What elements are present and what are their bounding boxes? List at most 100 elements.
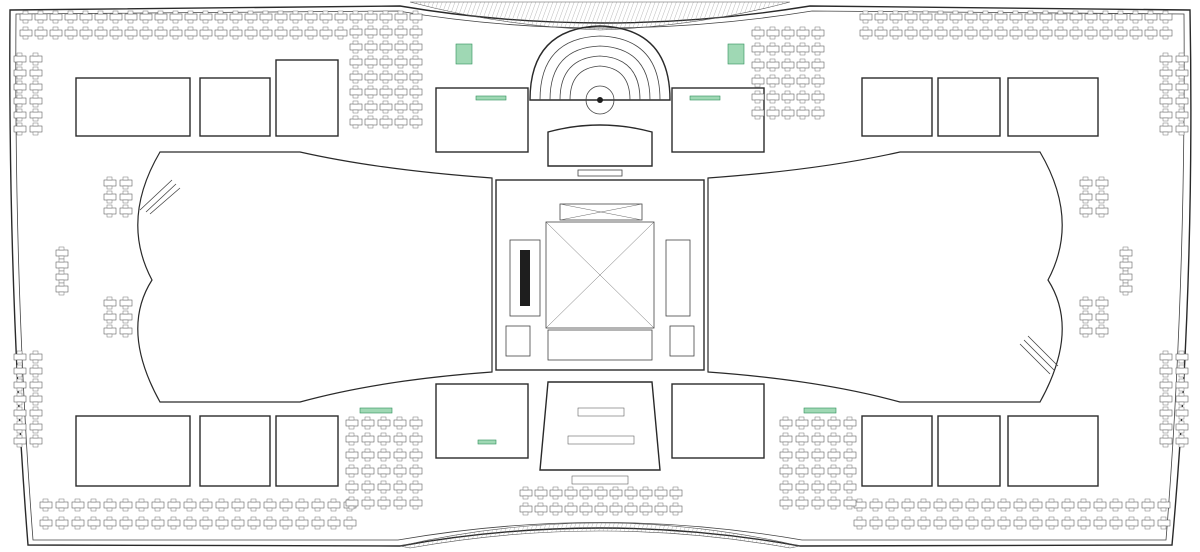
chair: [922, 19, 929, 24]
chair: [367, 40, 374, 45]
chair: [154, 516, 161, 521]
chair: [1082, 204, 1089, 209]
desk: [103, 519, 117, 527]
desk: [781, 45, 795, 53]
chair: [1117, 10, 1124, 15]
desk: [1175, 97, 1189, 105]
chair: [856, 525, 863, 530]
chair: [32, 80, 39, 85]
desk: [361, 483, 375, 491]
chair: [1102, 26, 1109, 31]
desk: [94, 13, 108, 21]
desk: [29, 437, 43, 445]
chair: [250, 516, 257, 521]
chair: [364, 473, 371, 478]
atrium-stairs: [139, 179, 1059, 375]
desk: [639, 505, 653, 513]
desk: [609, 489, 623, 497]
desk: [994, 29, 1008, 37]
chair: [352, 40, 359, 45]
desk: [781, 93, 795, 101]
chair: [567, 511, 574, 516]
chair: [364, 489, 371, 494]
desk: [29, 83, 43, 91]
chair: [367, 19, 374, 24]
chair: [907, 35, 914, 40]
desk: [997, 501, 1011, 509]
chair: [582, 511, 589, 516]
chair: [127, 26, 134, 31]
chair: [186, 525, 193, 530]
chair: [412, 425, 419, 430]
chair: [382, 40, 389, 45]
desk: [13, 353, 27, 361]
chair: [1082, 324, 1089, 329]
chair: [1162, 131, 1169, 136]
chair: [830, 480, 837, 485]
desk: [215, 519, 229, 527]
chair: [277, 35, 284, 40]
desk: [811, 61, 825, 69]
desk: [1093, 519, 1107, 527]
chair: [1162, 443, 1169, 448]
chair: [282, 498, 289, 503]
chair: [234, 507, 241, 512]
chair: [352, 85, 359, 90]
desk: [109, 13, 123, 21]
desk: [49, 29, 63, 37]
chair: [784, 106, 791, 111]
chair: [862, 19, 869, 24]
chair: [657, 511, 664, 516]
chair: [952, 19, 959, 24]
chair: [32, 420, 39, 425]
chair: [367, 115, 374, 120]
chair: [106, 204, 113, 209]
desk: [624, 489, 638, 497]
chair: [784, 67, 791, 72]
chair: [397, 85, 404, 90]
chair: [380, 496, 387, 501]
chair: [348, 425, 355, 430]
chair: [397, 19, 404, 24]
chair: [247, 26, 254, 31]
chair: [552, 511, 559, 516]
chair: [982, 35, 989, 40]
desk: [169, 13, 183, 21]
chair: [997, 26, 1004, 31]
chair: [142, 35, 149, 40]
chair: [798, 505, 805, 510]
desk: [669, 489, 683, 497]
chair: [397, 109, 404, 114]
desk: [1024, 29, 1038, 37]
chair: [1098, 190, 1105, 195]
chair: [814, 432, 821, 437]
chair: [382, 100, 389, 105]
desk: [1159, 367, 1173, 375]
chair: [1098, 185, 1105, 190]
desk: [549, 505, 563, 513]
chair: [382, 115, 389, 120]
chair: [314, 525, 321, 530]
chair: [266, 516, 273, 521]
desk: [901, 519, 915, 527]
chair: [782, 457, 789, 462]
desk: [377, 499, 391, 507]
chair: [32, 378, 39, 383]
chair: [380, 441, 387, 446]
desk: [949, 13, 963, 21]
desk: [349, 103, 363, 111]
chair: [127, 19, 134, 24]
chair: [67, 10, 74, 15]
chair: [1162, 401, 1169, 406]
desk: [579, 505, 593, 513]
chair: [1144, 507, 1151, 512]
chair: [37, 26, 44, 31]
chair: [298, 498, 305, 503]
chair: [122, 190, 129, 195]
chair: [799, 115, 806, 120]
chair: [337, 10, 344, 15]
desk: [519, 489, 533, 497]
desk: [409, 88, 423, 96]
desk: [409, 483, 423, 491]
chair: [784, 99, 791, 104]
